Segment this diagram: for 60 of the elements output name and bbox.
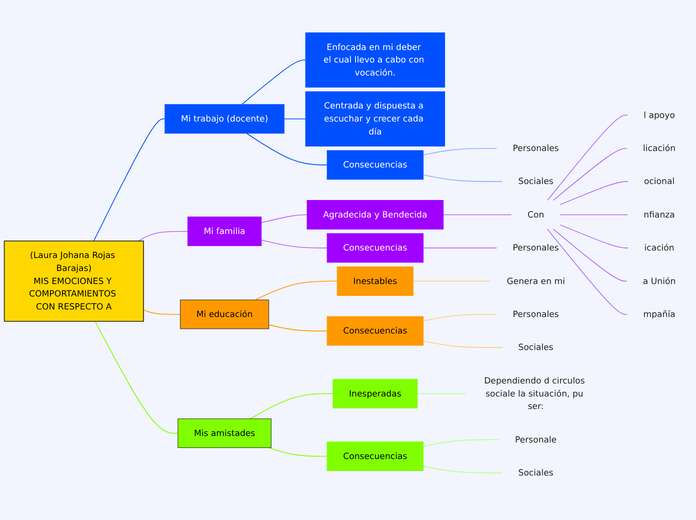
connector [268, 324, 328, 332]
node-text: Personales [512, 309, 559, 320]
connector [422, 148, 498, 156]
node-box: Agradecida y Bendecida [306, 200, 444, 230]
node-text: Sociales [518, 176, 554, 186]
node-text: nfianza [644, 209, 675, 220]
node-box: Inestables [336, 266, 414, 296]
node-box: Mis amistades [178, 418, 272, 448]
node-text: Sociales [518, 468, 554, 478]
node-text: Personales [512, 142, 559, 154]
node-text: mpañía [643, 309, 676, 320]
connector [94, 320, 178, 434]
node-text: Dependiendo d circulos sociale la situación, pu ser: [484, 375, 585, 412]
connector [560, 224, 629, 248]
node-box: Centrada y dispuesta a escuchar y crecer cada día [305, 91, 446, 146]
connector [250, 393, 334, 420]
connector [442, 214, 512, 216]
node-box: Mi educación [180, 300, 270, 330]
node-box: Consecuencias [326, 316, 424, 346]
node-box: Consecuencias [326, 233, 424, 263]
node-text: l apoyo [644, 110, 675, 120]
node-box: Consecuencias [326, 150, 424, 180]
connector [412, 280, 492, 282]
node-text: Con [527, 209, 544, 220]
node-box: Mi familia [187, 216, 262, 246]
node-text: a Unión [642, 276, 676, 286]
node-box: Consecuencias [326, 442, 424, 471]
connector [417, 393, 467, 394]
connector [560, 181, 628, 206]
connector [422, 340, 503, 348]
connector [422, 174, 503, 182]
node-text: licación [643, 142, 676, 154]
node-box: (Laura Johana Rojas Barajas) MIS EMOCIONES Y COMPORTAMIENTOS CON RESPECTO A [4, 240, 144, 322]
connector [260, 240, 328, 248]
connector [560, 214, 628, 216]
connector [547, 114, 628, 201]
node-text: Genera en mi [506, 276, 565, 286]
connector [260, 214, 308, 224]
connector [422, 439, 500, 447]
connector [254, 280, 338, 300]
node-text: Personales [512, 242, 559, 253]
connector [246, 132, 328, 166]
node-text: Personale [514, 434, 557, 444]
connector [284, 118, 306, 120]
node-box: Inesperadas [332, 378, 418, 408]
node-text: ocional [644, 176, 675, 186]
node-text: Sociales [518, 342, 554, 352]
connector [143, 310, 181, 315]
connector [268, 447, 328, 457]
node-text: icación [644, 242, 674, 253]
connector [547, 228, 628, 315]
connector [552, 228, 628, 282]
connector [241, 60, 306, 105]
node-box: Enfocada en mi deber el cual llevo a cabo con vocación. [305, 32, 446, 88]
connector [422, 314, 498, 322]
connector [552, 148, 628, 201]
connector [138, 230, 188, 242]
connector [93, 118, 166, 242]
connector [422, 466, 503, 474]
node-box: Mi trabajo (docente) [164, 104, 284, 134]
